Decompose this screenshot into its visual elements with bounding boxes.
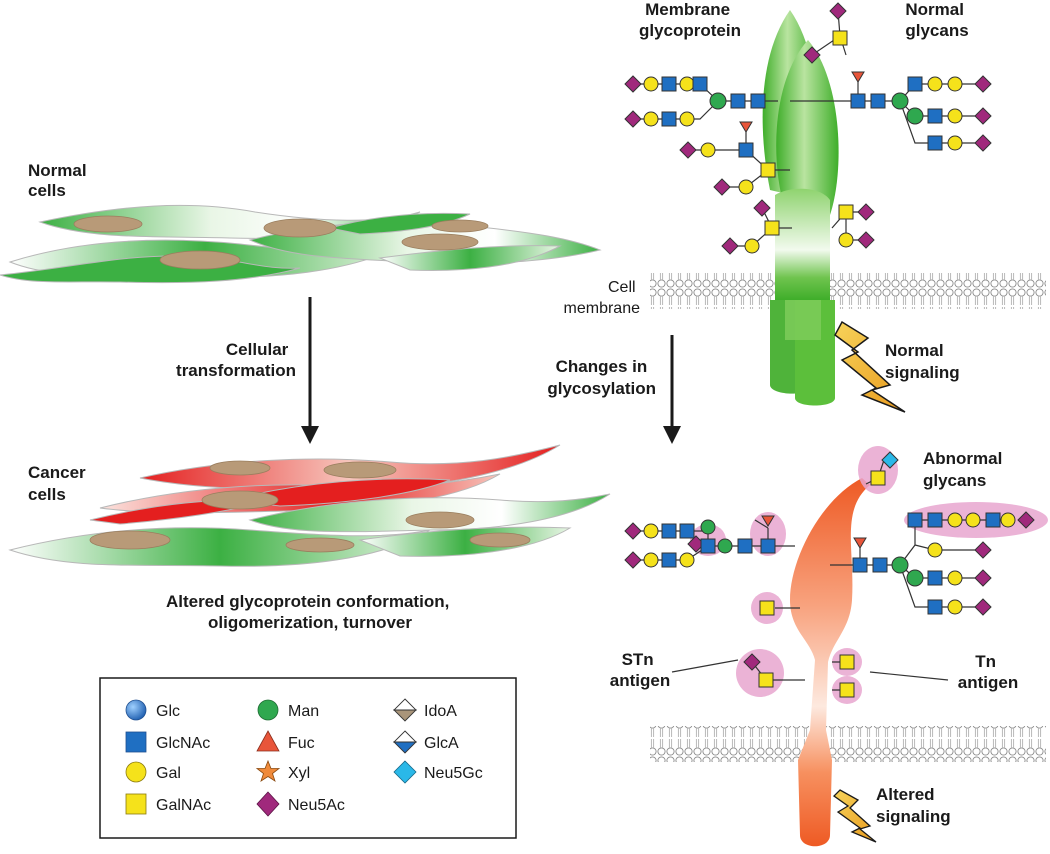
- legend-label-neu5gc: Neu5Gc: [424, 765, 483, 782]
- legend-label-glca: GlcA: [424, 735, 459, 752]
- neu5gc-legend-icon: [393, 760, 417, 784]
- legend-label-man: Man: [288, 703, 319, 720]
- galnac-legend-icon: [125, 793, 147, 815]
- cell-membrane-label: Cell membrane: [564, 279, 641, 317]
- abnormal-glycans-label: Abnormal glycans: [923, 449, 1007, 490]
- neu5ac-legend-icon: [256, 791, 280, 817]
- normal-glycan-residues: [624, 2, 992, 255]
- glcnac-legend-icon: [125, 731, 147, 753]
- man-legend-icon: [257, 699, 279, 721]
- legend-label-idoa: IdoA: [424, 703, 457, 720]
- cell-membrane-top: [650, 273, 1046, 309]
- normal-glycoprotein: [762, 10, 839, 406]
- legend-label-xyl: Xyl: [288, 765, 310, 782]
- legend: Glc GlcNAc Gal GalNAc Man Fuc Xyl Neu5Ac…: [99, 677, 517, 839]
- changes-in-glycosylation-label: Changes in glycosylation: [547, 357, 656, 398]
- cancer-cells-illustration: [8, 444, 611, 567]
- cellular-transformation-arrow: [301, 297, 319, 444]
- normal-signaling-label: Normal signaling: [885, 341, 960, 382]
- cell-membrane-bottom: [650, 726, 1046, 762]
- fuc-legend-icon: [256, 730, 280, 752]
- cancer-cells-label: Cancer cells: [28, 463, 90, 504]
- normal-signaling-bolt-icon: [834, 320, 906, 413]
- glca-legend-icon: [392, 730, 418, 754]
- legend-label-neu5ac: Neu5Ac: [288, 797, 345, 814]
- idoa-legend-icon: [392, 698, 418, 722]
- altered-signaling-bolt-icon: [832, 789, 877, 843]
- tn-antigen-label: Tn antigen: [958, 652, 1018, 692]
- glc-legend-icon: [125, 699, 147, 721]
- legend-label-glc: Glc: [156, 703, 180, 720]
- legend-label-glcnac: GlcNAc: [156, 735, 210, 752]
- legend-label-galnac: GalNAc: [156, 797, 211, 814]
- stn-antigen-label: STn antigen: [610, 650, 670, 690]
- glycosylation-change-arrow: [663, 335, 681, 444]
- cellular-transformation-label: Cellular transformation: [176, 340, 296, 380]
- abnormal-glycan-residues: [624, 451, 1035, 698]
- altered-signaling-label: Altered signaling: [876, 785, 951, 826]
- membrane-glycoprotein-label: Membrane glycoprotein: [639, 0, 741, 40]
- altered-conformation-label: Altered glycoprotein conformation, oligo…: [166, 592, 454, 632]
- normal-cells-label: Normal cells: [28, 161, 91, 200]
- gal-legend-icon: [125, 761, 147, 783]
- normal-glycans-label: Normal glycans: [905, 0, 968, 40]
- cancer-glycoprotein: [790, 478, 870, 847]
- legend-label-fuc: Fuc: [288, 735, 315, 752]
- legend-label-gal: Gal: [156, 765, 181, 782]
- normal-cells-illustration: [0, 204, 602, 284]
- xyl-legend-icon: [255, 759, 281, 782]
